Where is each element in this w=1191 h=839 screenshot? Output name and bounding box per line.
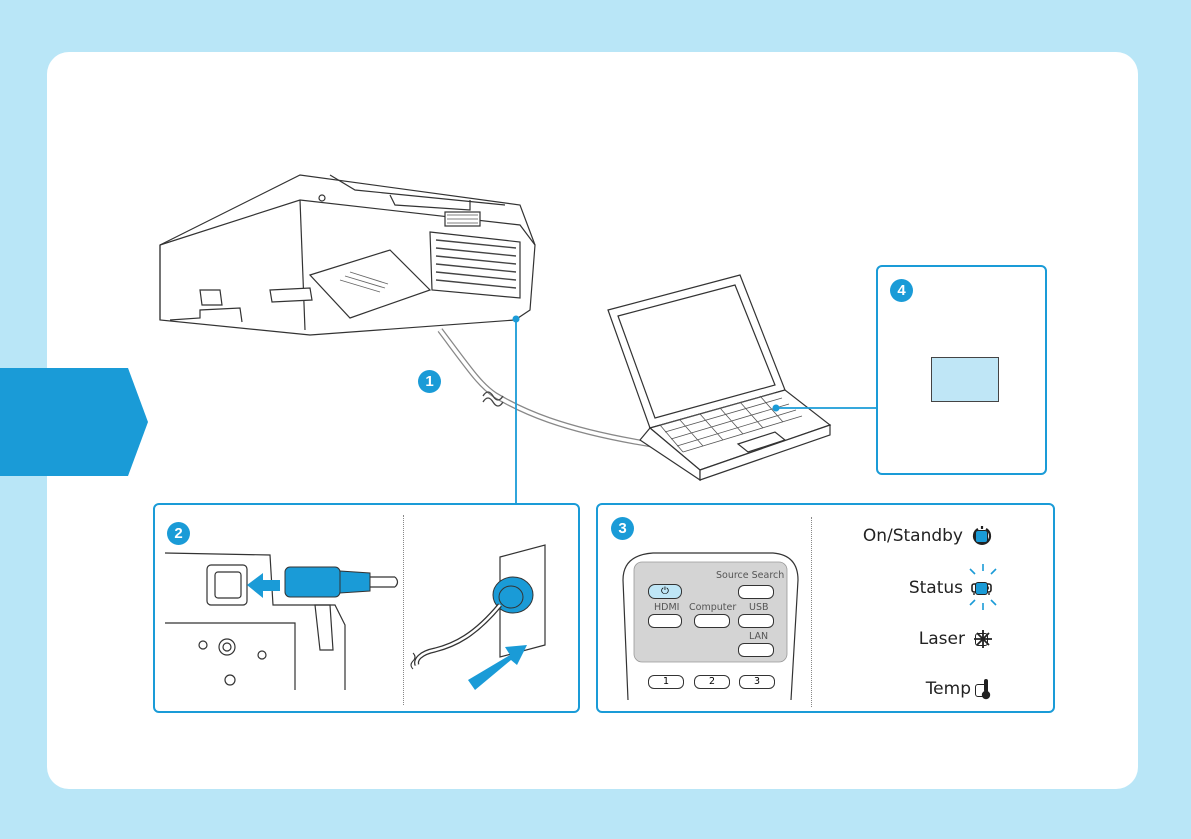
temp-led [975,684,988,697]
power-button[interactable]: ⏻ [648,584,682,599]
number-2-button[interactable]: 2 [694,675,730,689]
projected-screen [931,357,999,402]
laser-led [975,633,988,646]
number-3-button[interactable]: 3 [739,675,775,689]
power-icon: ⏻ [661,586,669,597]
hdmi-button[interactable] [648,614,682,628]
computer-button[interactable] [694,614,730,628]
indicator-label: Laser [919,629,965,649]
on-standby-led [975,530,988,543]
computer-label: Computer [689,602,736,613]
indicator-label: Temp [926,679,971,699]
lan-label: LAN [749,631,768,642]
lan-button[interactable] [738,643,774,657]
source-search-button[interactable] [738,585,774,599]
hdmi-label: HDMI [654,602,679,613]
panel-step-2: 2 [153,503,580,713]
flashing-rays-icon [966,563,1000,611]
projector-illustration [160,175,535,335]
source-search-label: Source Search [716,570,784,581]
laptop-illustration [608,275,830,480]
indicator-label: On/Standby [863,526,963,546]
usb-button[interactable] [738,614,774,628]
usb-label: USB [749,602,769,613]
step-4-badge: 4 [890,279,913,302]
number-1-button[interactable]: 1 [648,675,684,689]
indicator-label: Status [909,578,963,598]
panel-step-3: 3 ⏻ Source Search HDMI Computer USB LAN … [596,503,1055,713]
power-cord-illustration [155,505,578,711]
indicator-on-standby: On/Standby [863,525,993,547]
step-1-badge: 1 [418,370,441,393]
panel-step-4: 4 [876,265,1047,475]
